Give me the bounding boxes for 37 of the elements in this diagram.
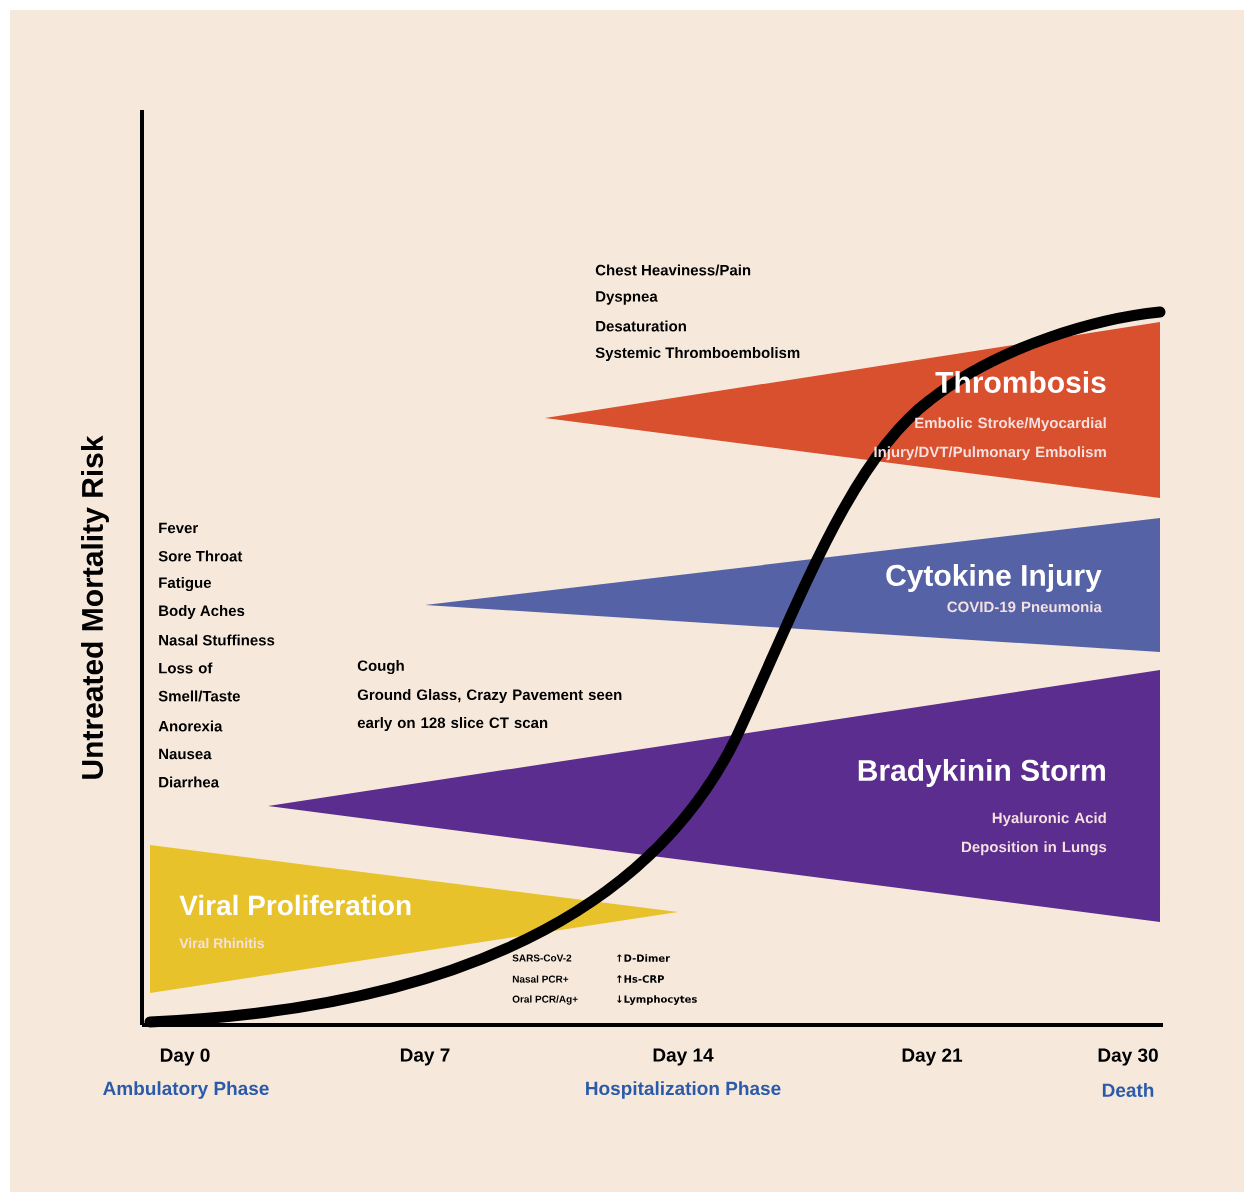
symptom-text: Body Aches — [159, 605, 245, 619]
symptom-text: Nausea — [159, 748, 212, 760]
wedge-band — [150, 845, 678, 993]
phase-label: Ambulatory Phase — [103, 1081, 269, 1099]
symptom-text: Sore Throat — [158, 550, 243, 562]
phase-label: Death — [1102, 1083, 1154, 1097]
band-subtitle: Viral Rhinitis — [179, 937, 264, 949]
symptom-text: Anorexia — [158, 720, 223, 732]
lab-finding: ↓Lymphocytes — [617, 995, 697, 1005]
tick-label: Day 30 — [1098, 1048, 1158, 1066]
symptom-text: Fever — [159, 522, 198, 534]
symptom-text: Fatigue — [159, 577, 212, 592]
band-title: Viral Proliferation — [179, 894, 411, 916]
axis-title: Untreated Mortality Risk — [81, 435, 109, 779]
lab-finding: ↑Hs-CRP — [617, 975, 664, 983]
symptom-text: Diarrhea — [159, 776, 220, 788]
band-subtitle: COVID-19 Pneumonia — [947, 601, 1102, 613]
tick-label: Day 21 — [902, 1048, 963, 1066]
symptom-text: Chest Heaviness/Pain — [595, 264, 751, 276]
band-title: Bradykinin Storm — [858, 759, 1105, 787]
symptom-text: Ground Glass, Crazy Pavement seen early on 128 slice CT scan — [357, 689, 622, 731]
symptom-text: Dyspnea — [596, 291, 658, 305]
wedge-band — [545, 322, 1160, 498]
band-subtitle: Hyaluronic Acid Deposition in Lungs — [962, 812, 1107, 856]
lab-finding: SARS-CoV-2 — [512, 954, 572, 962]
lab-finding: ↑D-Dimer — [617, 954, 671, 962]
symptom-text: Nasal Stuffiness — [159, 634, 275, 646]
symptom-text: Cough — [357, 660, 404, 675]
lab-finding: Nasal PCR+ — [512, 975, 569, 983]
tick-label: Day 7 — [400, 1048, 450, 1066]
symptom-text: Desaturation — [596, 320, 686, 332]
tick-label: Day 14 — [653, 1048, 714, 1066]
band-title: Cytokine Injury — [886, 564, 1102, 592]
phase-label: Hospitalization Phase — [586, 1081, 781, 1099]
symptom-text: Systemic Thromboembolism — [595, 347, 800, 361]
tick-label: Day 0 — [160, 1048, 210, 1066]
symptom-text: Loss of Smell/Taste — [158, 662, 240, 702]
